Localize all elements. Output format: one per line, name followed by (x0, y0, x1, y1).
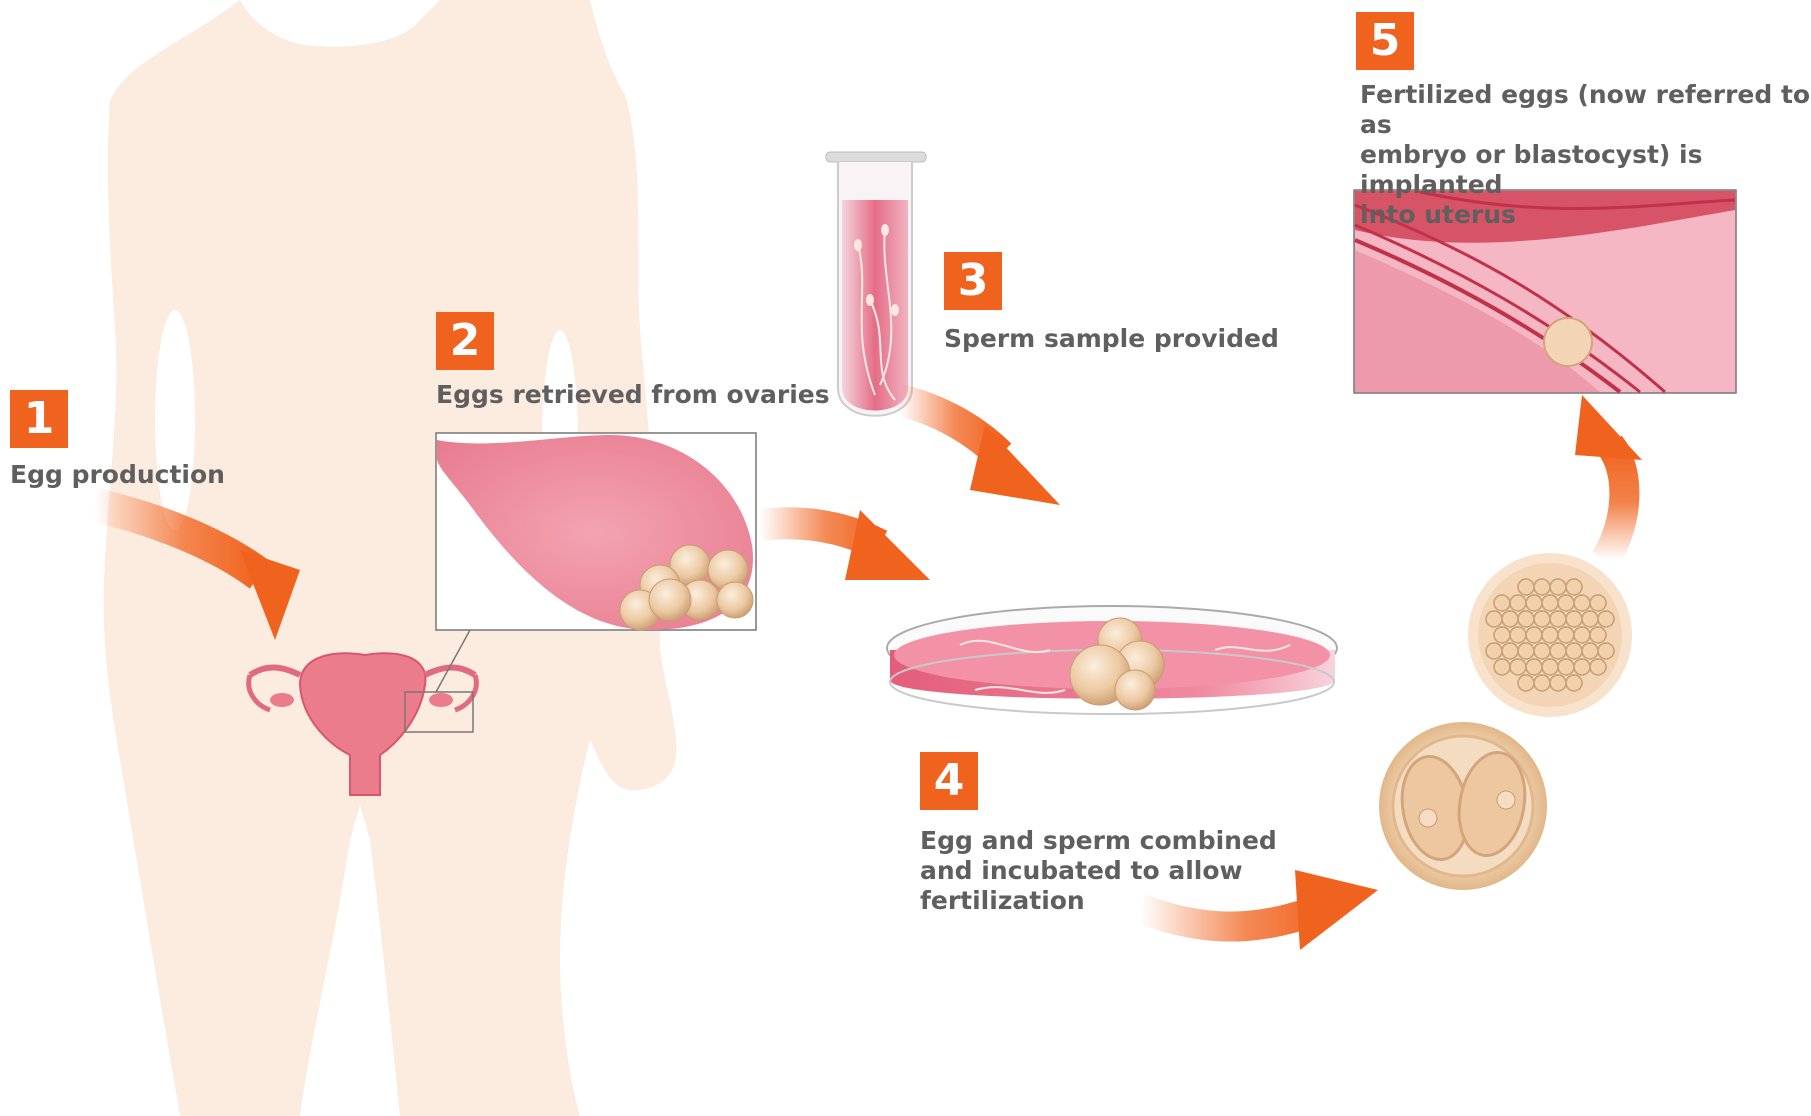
blastocyst-cell (1494, 595, 1510, 611)
blastocyst-cell (1534, 579, 1550, 595)
blastocyst-cell (1534, 675, 1550, 691)
blastocyst-cell (1574, 627, 1590, 643)
arm-gap-left (155, 310, 195, 530)
step-5-label: Fertilized eggs (now referred to as embr… (1360, 80, 1811, 230)
blastocyst-cell (1550, 579, 1566, 595)
blastocyst-cell (1582, 643, 1598, 659)
blastocyst-cell (1542, 659, 1558, 675)
blastocyst-cell (1550, 643, 1566, 659)
blastocyst-cell (1494, 659, 1510, 675)
test-tube (826, 152, 926, 416)
two-cell-embryo (1379, 722, 1547, 890)
ovary-panel (436, 433, 756, 630)
arrow-5-to-uterus-wall (1575, 395, 1642, 560)
step-5-number: 5 (1356, 12, 1414, 70)
blastocyst-cell (1518, 643, 1534, 659)
blastocyst-cell (1518, 579, 1534, 595)
blastocyst-cell (1566, 579, 1582, 595)
blastocyst-cell (1486, 643, 1502, 659)
blastocyst-cell (1566, 643, 1582, 659)
blastocyst-cell (1526, 659, 1542, 675)
blastocyst-cell (1582, 611, 1598, 627)
step-2-label: Eggs retrieved from ovaries (436, 380, 830, 410)
arrow-2-to-dish (760, 510, 930, 580)
step-4-number: 4 (920, 752, 978, 810)
blastocyst-cell (1566, 675, 1582, 691)
blastocyst-cell (1574, 595, 1590, 611)
step-3-number: 3 (944, 252, 1002, 310)
petri-dish (887, 606, 1337, 714)
blastocyst-cell (1550, 675, 1566, 691)
blastocyst-cell (1590, 627, 1606, 643)
blastocyst-cell (1510, 595, 1526, 611)
step-1-number: 1 (10, 390, 68, 448)
blastocyst-cell (1550, 611, 1566, 627)
step-4-label: Egg and sperm combined and incubated to … (920, 826, 1277, 916)
blastocyst-cell (1590, 659, 1606, 675)
step-1-label: Egg production (10, 460, 225, 490)
blastocyst-cell (1502, 611, 1518, 627)
blastocyst-cell (1590, 595, 1606, 611)
blastocyst-cell (1486, 611, 1502, 627)
blastocyst-cell (1542, 627, 1558, 643)
blastocyst-cell (1526, 595, 1542, 611)
blastocyst-cell (1534, 611, 1550, 627)
blastocyst-cell (1558, 659, 1574, 675)
blastocyst-cell (1510, 627, 1526, 643)
blastocyst-cell (1502, 643, 1518, 659)
blastocyst-cell (1598, 611, 1614, 627)
step-2-number: 2 (436, 312, 494, 370)
blastocyst-cell (1534, 643, 1550, 659)
blastocyst-cell (1558, 627, 1574, 643)
blastocyst (1468, 553, 1632, 717)
blastocyst-cell (1518, 611, 1534, 627)
blastocyst-cell (1574, 659, 1590, 675)
blastocyst-cell (1542, 595, 1558, 611)
blastocyst-cell (1526, 627, 1542, 643)
step-3-label: Sperm sample provided (944, 324, 1279, 354)
blastocyst-cell (1510, 659, 1526, 675)
blastocyst-cell (1598, 643, 1614, 659)
arrow-3-to-dish (900, 400, 1060, 505)
blastocyst-cell (1558, 595, 1574, 611)
blastocyst-cell (1494, 627, 1510, 643)
blastocyst-cell (1566, 611, 1582, 627)
blastocyst-cell (1518, 675, 1534, 691)
